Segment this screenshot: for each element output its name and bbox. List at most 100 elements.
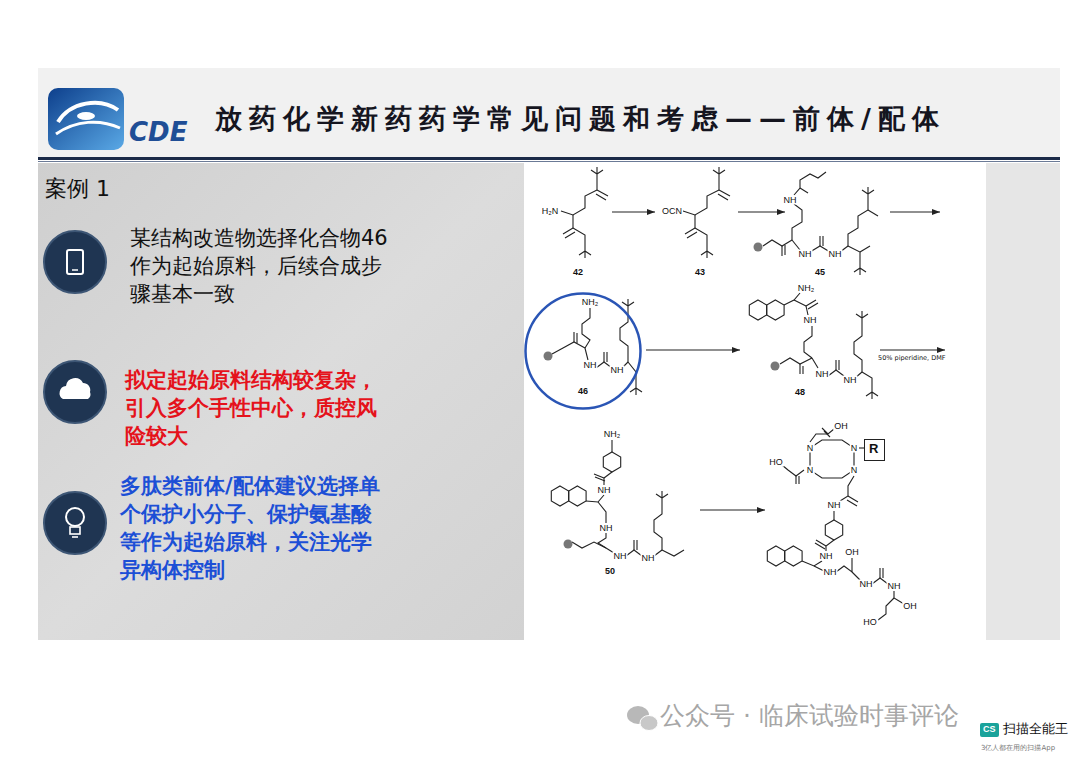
reaction-arrow: [738, 211, 785, 212]
compound-45: [820, 236, 823, 246]
compound-48: [806, 306, 808, 315]
cloud-icon: [44, 361, 106, 423]
reaction-arrow: [880, 349, 945, 350]
right-strip: [986, 163, 1060, 640]
compound-46: [620, 312, 628, 362]
compound-46: [582, 308, 590, 348]
header-rule: [38, 161, 1060, 162]
app-slogan: 3亿人都在用的扫描App: [981, 745, 1055, 753]
atom-label: N: [806, 466, 815, 475]
atom-label: NH: [803, 316, 818, 325]
compound-45: [860, 246, 870, 252]
reaction-arrow: [612, 211, 655, 212]
chemical-structure: [544, 167, 946, 620]
compound-50: [656, 491, 668, 504]
atom-label: NH: [815, 370, 830, 379]
compound-45: [848, 246, 860, 262]
final-product: [782, 465, 804, 476]
compound-50: [603, 478, 604, 485]
compound-45: [862, 187, 874, 200]
case-heading: 案例 1: [45, 177, 110, 201]
app-logo: CS: [980, 723, 999, 737]
compound-48: [767, 300, 784, 320]
compound-50: [604, 472, 612, 478]
highlight-circle: 46: [524, 292, 642, 410]
cde-logo: [77, 112, 95, 120]
compound-50: [603, 452, 620, 472]
final-product: [880, 568, 883, 578]
bulb-icon: [44, 492, 106, 554]
compound-46: [574, 332, 577, 343]
final-product: [810, 429, 834, 442]
compound-42: [561, 167, 608, 258]
compound-48: [856, 311, 868, 324]
atom-label: OCN: [661, 207, 683, 216]
final-product: [815, 540, 826, 549]
reaction-arrow: [700, 509, 765, 510]
compound-45: [782, 245, 785, 256]
atom-label: NH: [641, 554, 656, 563]
atom-label: NH: [843, 376, 858, 385]
atom-label: OH: [902, 602, 918, 611]
compound-48: [749, 293, 878, 399]
watermark: 公众号 · 临床试验时事评论: [660, 702, 959, 730]
compound-50: [564, 540, 573, 549]
compound-50: [551, 486, 568, 506]
atom-label: NH: [887, 582, 902, 591]
final-product: [785, 546, 802, 566]
atom-label: OH: [833, 422, 849, 431]
compound-number: 48: [794, 388, 806, 397]
compound-45: [792, 240, 800, 250]
compound-45: [868, 210, 878, 216]
compound-46: [552, 342, 585, 354]
bullet-text: 多肽类前体/配体建议选择单 个保护小分子、保护氨基酸 等作为起始原料，关注光学 …: [120, 472, 420, 584]
reaction-arrow: [890, 211, 940, 212]
atom-label: NH: [613, 552, 628, 561]
bulb-icon: [72, 536, 78, 538]
atom-label: NH: [597, 486, 612, 495]
phone-icon: [44, 231, 106, 293]
bulb-icon: [44, 492, 106, 554]
final-product: [802, 561, 822, 566]
compound-48: [800, 364, 803, 374]
cde-logo: [58, 103, 118, 122]
phone-icon: [72, 269, 78, 271]
atom-label: HO: [768, 458, 784, 467]
atom-label: NH₂: [603, 430, 622, 439]
scheme-ground: [524, 163, 986, 640]
final-product: [826, 540, 834, 551]
compound-50: [634, 540, 637, 550]
reaction-arrow: [612, 212, 945, 510]
compound-50: [572, 542, 606, 548]
atom-label: NH: [828, 250, 843, 259]
compound-50: [662, 550, 684, 556]
atom-label: H₂N: [541, 207, 560, 216]
header-band: [38, 68, 1060, 160]
compound-48: [862, 372, 872, 386]
atom-label: NH: [783, 196, 798, 205]
atom-label: N: [850, 466, 859, 475]
cde-logo: [56, 122, 120, 134]
atom-label: N: [806, 444, 815, 453]
compound-48: [794, 300, 806, 306]
slide-title: 放药化学新药药学常见问题和考虑——前体/配体: [215, 104, 946, 134]
compound-45: [754, 172, 879, 275]
compound-50: [611, 440, 612, 452]
compound-46: [630, 382, 642, 395]
cde-logo: [48, 88, 124, 150]
compound-45: [854, 262, 866, 275]
header-rule: [38, 157, 1060, 160]
final-product: [833, 511, 834, 520]
compound-48: [854, 324, 862, 372]
atom-label: HO: [862, 618, 878, 627]
final-product: [825, 520, 842, 540]
atom-label: NH: [798, 250, 813, 259]
bullet-text: 某结构改造物选择化合物46 作为起始原料，后续合成步 骤基本一致: [130, 224, 430, 308]
compound-number: 50: [604, 567, 616, 576]
compound-48: [804, 326, 812, 358]
atom-label: NH: [583, 361, 598, 370]
logo-text: CDE: [129, 118, 187, 147]
cloud-icon: [44, 361, 106, 423]
compound-48: [866, 386, 878, 399]
